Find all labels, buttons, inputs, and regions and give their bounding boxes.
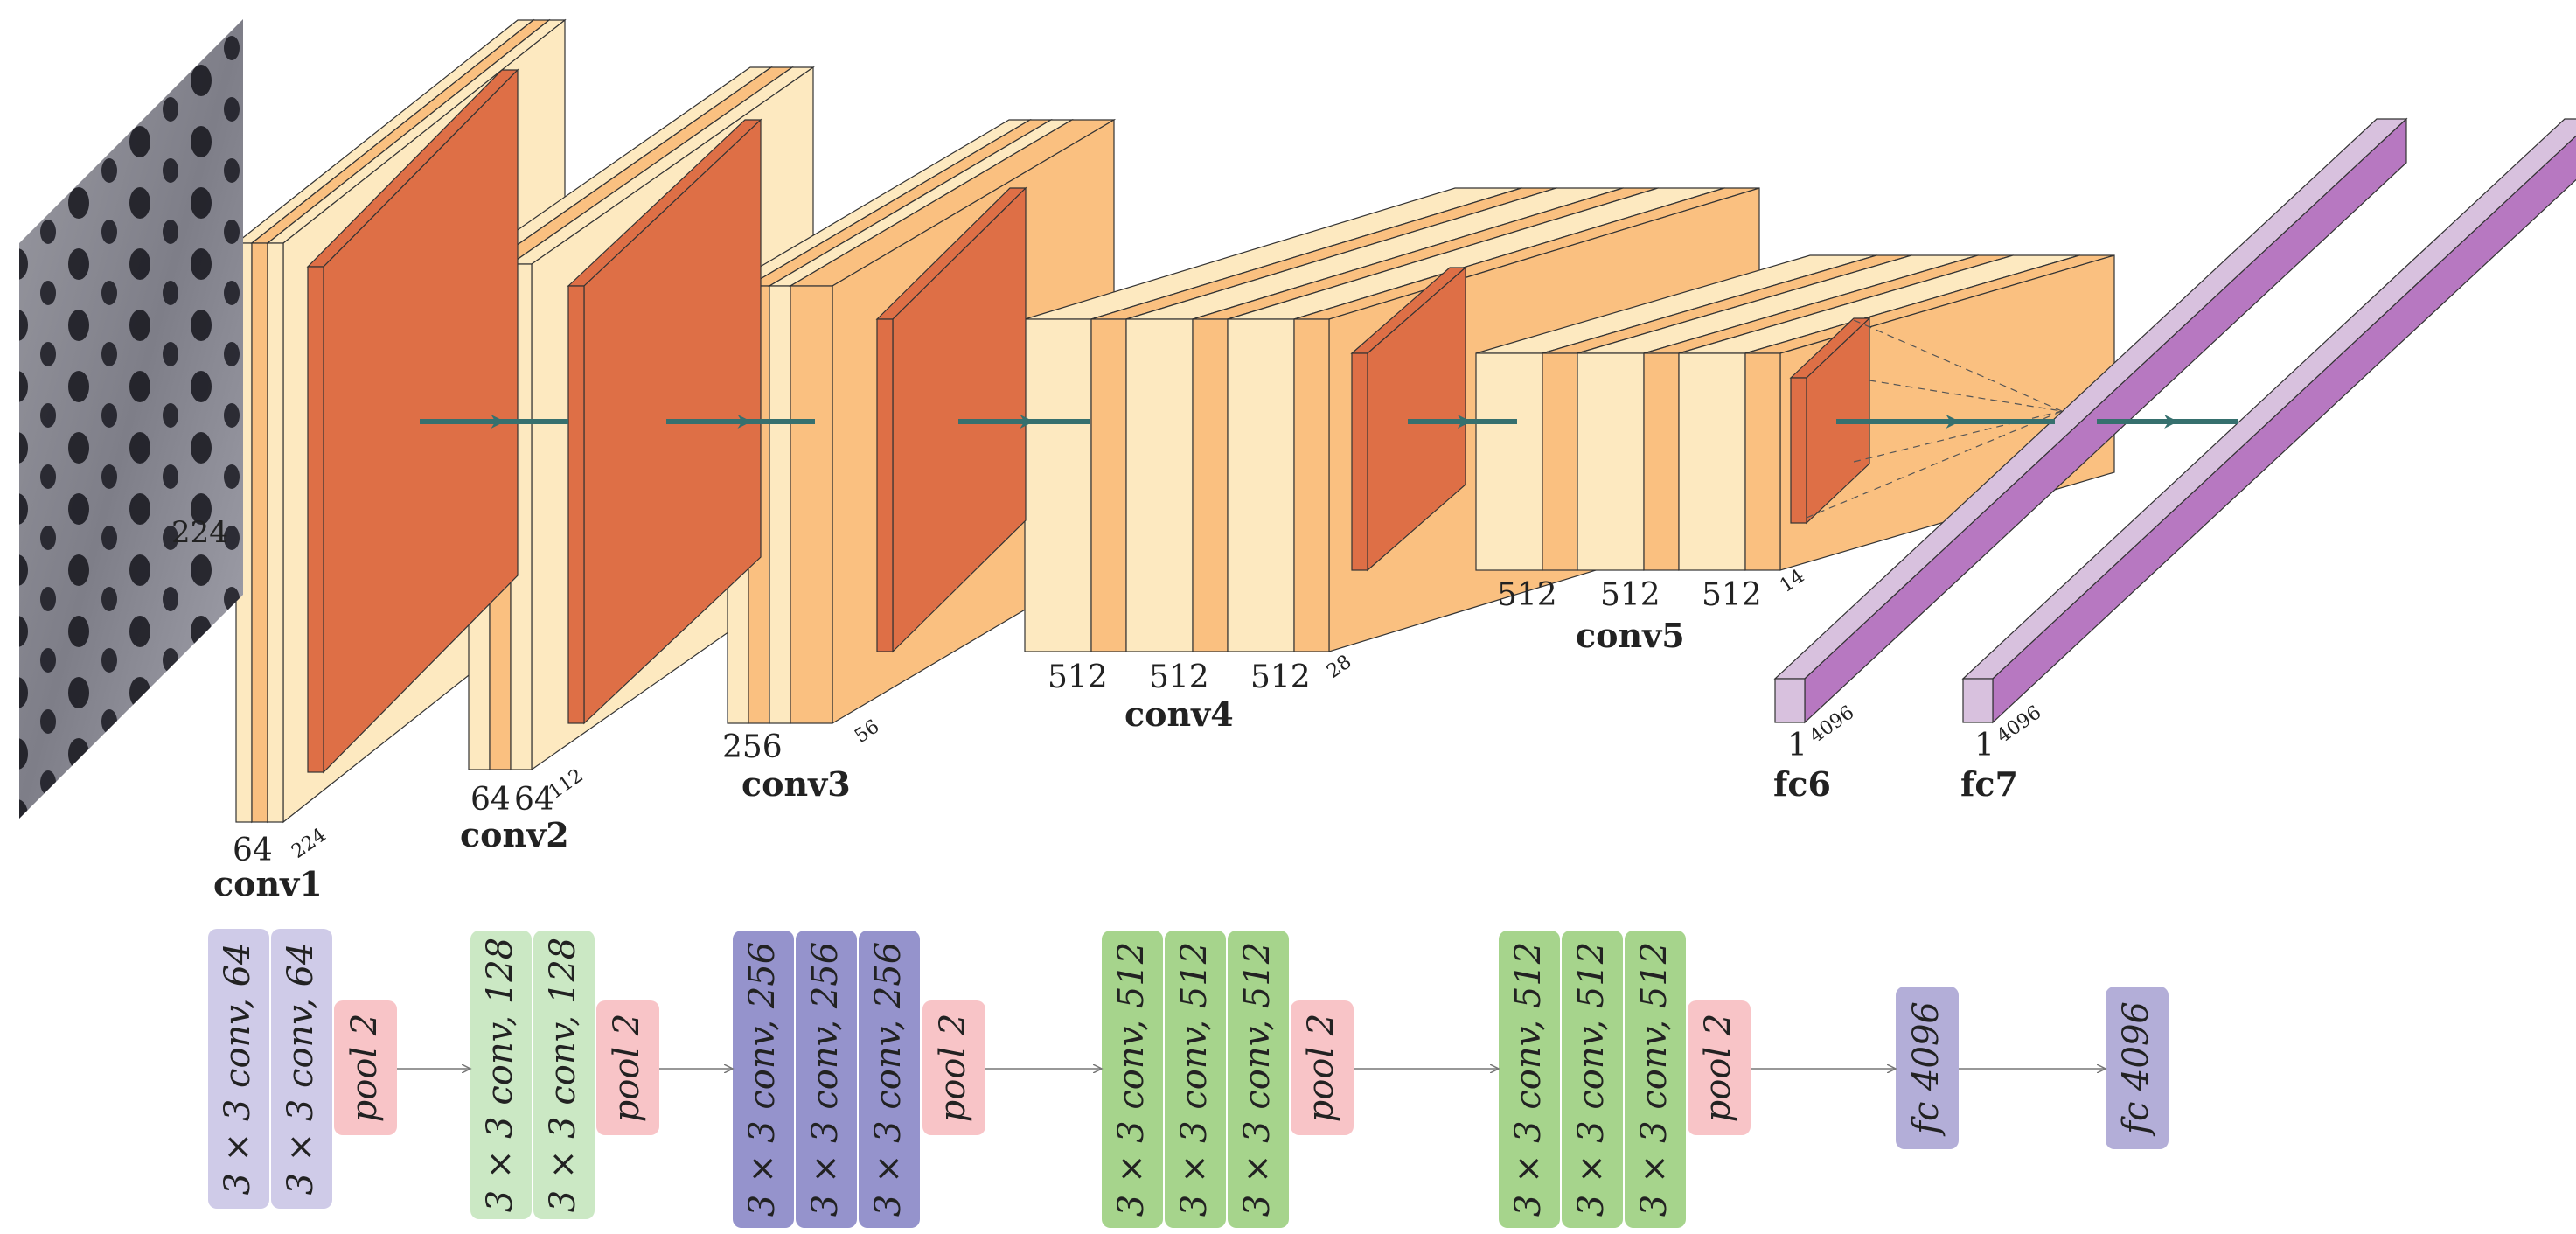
conv3-slab-front <box>790 285 833 724</box>
pool-block-label: pool 2 <box>1301 1014 1341 1123</box>
fc6-channel-label: 1 <box>1787 728 1807 763</box>
conv-block-label: 3 × 3 conv, 512 <box>1237 942 1278 1217</box>
pool2-front <box>567 285 585 724</box>
conv2-channel-label: 64 <box>514 782 554 818</box>
pool1-front <box>307 266 324 773</box>
conv-block-label: 3 × 3 conv, 512 <box>1174 942 1215 1217</box>
conv4-channel-label: 512 <box>1250 659 1311 695</box>
conv4-slab-front <box>1024 318 1092 652</box>
conv5-slab-front <box>1577 352 1645 571</box>
block-diagram: 3 × 3 conv, 64 3 × 3 conv, 64 pool 2 3 × 3 … <box>208 929 2169 1228</box>
conv5-channel-label: 512 <box>1600 577 1660 613</box>
conv-block <box>271 929 332 1209</box>
conv-block <box>796 931 857 1228</box>
conv2-name-label: conv2 <box>460 815 569 854</box>
conv1-name-label: conv1 <box>213 864 323 903</box>
conv5-slab-front <box>1744 352 1781 571</box>
pool-block <box>334 1000 397 1135</box>
conv-block <box>1625 931 1686 1228</box>
conv-block-label: 3 × 3 conv, 512 <box>1508 942 1549 1217</box>
conv-block-label: 3 × 3 conv, 128 <box>543 938 583 1212</box>
conv4-name-label: conv4 <box>1124 694 1234 734</box>
fc-block <box>1896 987 1959 1149</box>
conv-block-label: 3 × 3 conv, 512 <box>1111 942 1152 1217</box>
input-image-group: 224 <box>19 19 243 819</box>
pool-block <box>922 1000 985 1135</box>
conv-block <box>533 931 595 1219</box>
perforated-texture-image <box>19 19 243 819</box>
conv-block-label: 3 × 3 conv, 64 <box>218 943 258 1196</box>
pool-block-label: pool 2 <box>607 1014 647 1123</box>
conv-block <box>1562 931 1623 1228</box>
conv1-size-label: 224 <box>288 824 331 863</box>
pool4-front <box>1351 352 1368 571</box>
fc7-name-label: fc7 <box>1960 764 2018 804</box>
pool-block-label: pool 2 <box>345 1014 385 1123</box>
conv-block <box>1165 931 1226 1228</box>
conv4-slab-front <box>1125 318 1194 652</box>
conv-block <box>208 929 269 1209</box>
conv-block-label: 3 × 3 conv, 128 <box>480 938 520 1212</box>
pool-block-label: pool 2 <box>1698 1014 1738 1123</box>
pool-block <box>596 1000 659 1135</box>
conv1-channel-label: 64 <box>233 833 273 868</box>
conv3-slab-front <box>769 285 791 724</box>
conv-block-label: 3 × 3 conv, 512 <box>1634 942 1674 1217</box>
fc7-front <box>1962 678 1994 723</box>
conv4-slab-front <box>1293 318 1330 652</box>
conv5-slab-front <box>1475 352 1543 571</box>
conv5-channel-label: 512 <box>1702 577 1762 613</box>
pool-block <box>1291 1000 1354 1135</box>
conv1-slab-front <box>267 242 284 823</box>
conv5-slab-front <box>1643 352 1680 571</box>
conv4-slab-front <box>1227 318 1295 652</box>
fc7-channel-label: 1 <box>1974 728 1995 763</box>
fc7-beam <box>1961 118 2576 724</box>
conv2-channel-label: 64 <box>470 782 511 818</box>
conv5-channel-label: 512 <box>1497 577 1557 613</box>
conv4-channel-label: 512 <box>1149 659 1209 695</box>
conv-block-label: 3 × 3 conv, 64 <box>281 943 321 1196</box>
fc6-front <box>1774 678 1806 723</box>
conv5-name-label: conv5 <box>1576 616 1685 655</box>
fc-block-label: fc 4096 <box>2116 1001 2156 1137</box>
conv-block <box>1499 931 1560 1228</box>
conv5-slab-front <box>1542 352 1578 571</box>
conv-block <box>1228 931 1289 1228</box>
conv3-name-label: conv3 <box>741 764 851 804</box>
conv3-size-label: 56 <box>851 715 883 748</box>
conv4-channel-label: 512 <box>1048 659 1108 695</box>
conv4-size-label: 28 <box>1323 651 1355 683</box>
conv-block <box>470 931 532 1219</box>
input-size-label: 224 <box>171 515 228 550</box>
conv1-slab-front <box>251 242 268 823</box>
conv-block-label: 3 × 3 conv, 256 <box>805 942 846 1217</box>
conv5-slab-front <box>1678 352 1746 571</box>
conv-block <box>1102 931 1163 1228</box>
pool3-front <box>876 318 894 652</box>
conv-block-label: 3 × 3 conv, 256 <box>868 942 909 1217</box>
conv-block <box>859 931 920 1228</box>
projection-line <box>1853 319 2063 412</box>
projection-line <box>1806 410 2063 519</box>
fc6-name-label: fc6 <box>1773 764 1831 804</box>
conv-block-label: 3 × 3 conv, 512 <box>1571 942 1612 1217</box>
pool5-front <box>1790 377 1807 524</box>
projection-line <box>1869 380 2063 412</box>
conv-block <box>733 931 794 1228</box>
pool-block <box>1688 1000 1751 1135</box>
conv4-slab-front <box>1090 318 1127 652</box>
fc-block <box>2106 987 2169 1149</box>
pool-block-label: pool 2 <box>933 1014 973 1123</box>
fc-block-label: fc 4096 <box>1906 1001 1946 1137</box>
conv4-slab-front <box>1192 318 1229 652</box>
conv-block-label: 3 × 3 conv, 256 <box>742 942 783 1217</box>
layer-boxes <box>234 18 2576 824</box>
conv3-channel-label: 256 <box>722 729 783 765</box>
